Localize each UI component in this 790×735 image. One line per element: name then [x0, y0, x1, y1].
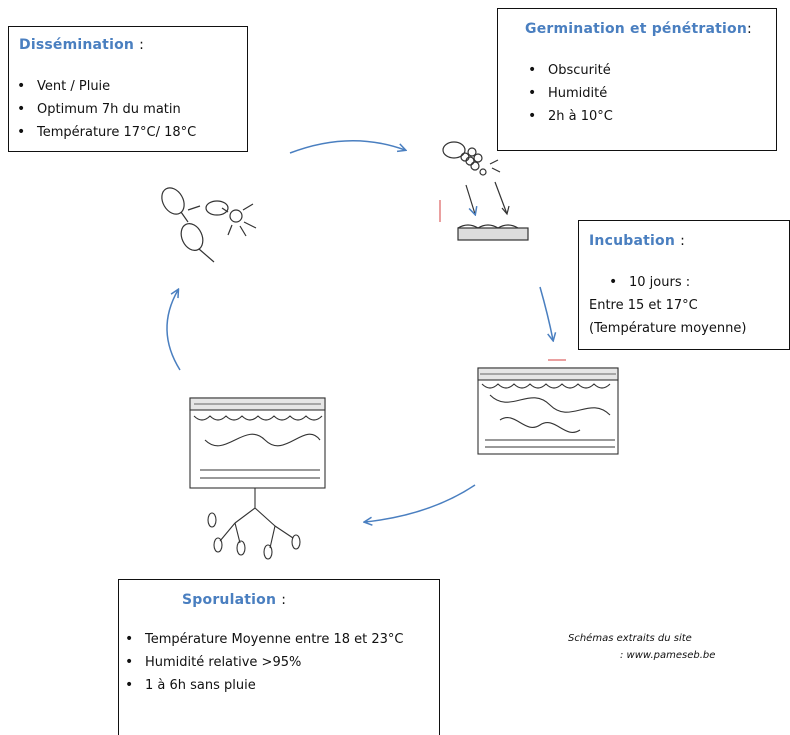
- incubation-line-2: Entre 15 et 17°C: [589, 298, 698, 313]
- sporulation-item: Humidité relative >95%: [123, 651, 423, 674]
- cycle-arrow-left: [166, 290, 181, 371]
- incubation-box: Incubation : 10 jours : Entre 15 et 17°C…: [578, 220, 790, 350]
- germination-item: Humidité: [526, 82, 613, 105]
- spores-illustration: [161, 187, 257, 263]
- sporulation-item: Température Moyenne entre 18 et 23°C: [123, 628, 423, 651]
- incubation-item: 10 jours :: [607, 271, 690, 294]
- dissemination-title-text: Dissémination: [19, 37, 135, 53]
- cycle-arrow-bottom: [365, 484, 476, 522]
- incubation-title-text: Incubation: [589, 233, 675, 249]
- sporulation-title: Sporulation :: [182, 592, 286, 608]
- source-credit-line-2: : www.pameseb.be: [620, 650, 716, 661]
- germination-title: Germination et pénétration:: [525, 21, 752, 37]
- sporulation-item: 1 à 6h sans pluie: [123, 674, 423, 697]
- sporulation-title-colon: :: [281, 592, 287, 608]
- incubation-title: Incubation :: [589, 233, 685, 249]
- incubation-list: 10 jours :: [607, 271, 690, 294]
- source-credit: Schémas extraits du site : www.pameseb.b…: [560, 630, 740, 664]
- cycle-arrow-right: [539, 286, 553, 340]
- sporulation-list: Température Moyenne entre 18 et 23°C Hum…: [123, 628, 423, 697]
- dissemination-list: Vent / Pluie Optimum 7h du matin Tempéra…: [15, 75, 196, 144]
- germination-box: Germination et pénétration: Obscurité Hu…: [497, 8, 777, 151]
- germination-illustration: [439, 141, 529, 241]
- germination-item: 2h à 10°C: [526, 105, 613, 128]
- dissemination-item: Température 17°C/ 18°C: [15, 121, 196, 144]
- incubation-line-3: (Température moyenne): [589, 321, 747, 336]
- sporulation-title-text: Sporulation: [182, 592, 277, 608]
- sporulation-illustration: [189, 397, 326, 560]
- germination-title-text: Germination et pénétration: [525, 21, 748, 37]
- dissemination-item: Optimum 7h du matin: [15, 98, 196, 121]
- dissemination-title-colon: :: [139, 37, 145, 53]
- incubation-title-colon: :: [680, 233, 685, 249]
- germination-title-colon: :: [747, 21, 752, 37]
- germination-list: Obscurité Humidité 2h à 10°C: [526, 59, 613, 128]
- germination-item: Obscurité: [526, 59, 613, 82]
- dissemination-item: Vent / Pluie: [15, 75, 196, 98]
- cycle-arrow-top: [289, 139, 405, 154]
- dissemination-title: Dissémination :: [19, 37, 144, 53]
- source-credit-line-1: Schémas extraits du site: [568, 633, 692, 644]
- incubation-illustration: [477, 359, 619, 455]
- dissemination-box: Dissémination : Vent / Pluie Optimum 7h …: [8, 26, 248, 152]
- sporulation-box: Sporulation : Température Moyenne entre …: [118, 579, 440, 735]
